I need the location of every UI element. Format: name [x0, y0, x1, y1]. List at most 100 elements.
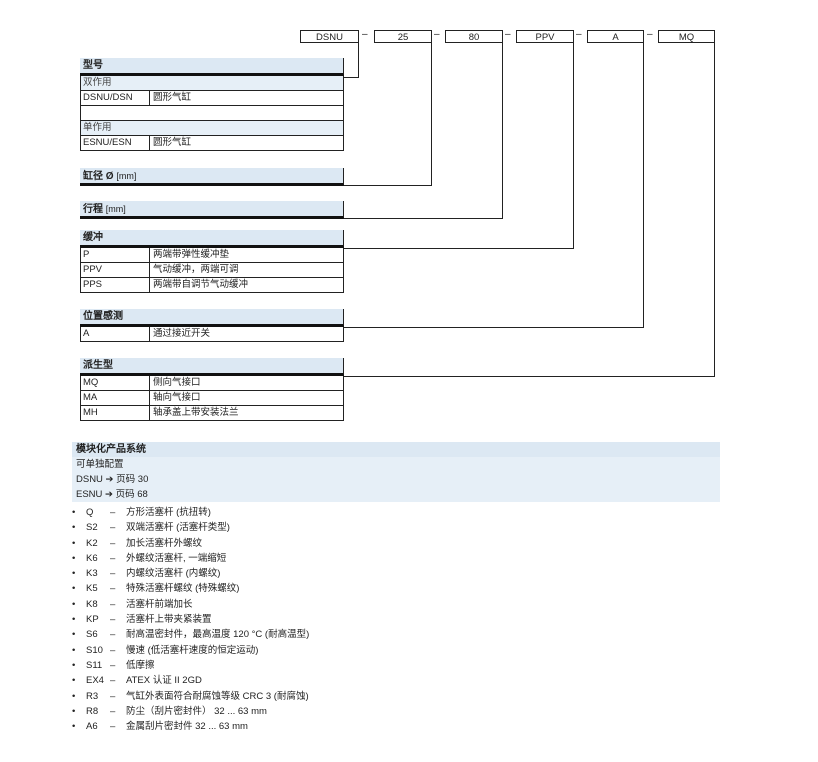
option-item: •R8–防尘（刮片密封件） 32 ... 63 mm: [72, 704, 309, 719]
desc-cell: 通过接近开关: [153, 328, 211, 339]
option-item: •R3–气缸外表面符合耐腐蚀等级 CRC 3 (耐腐蚀): [72, 689, 309, 704]
desc-cell: 轴承盖上带安装法兰: [153, 407, 239, 418]
connector-line: [343, 185, 432, 186]
connector-line: [343, 218, 503, 219]
bore-unit: [mm]: [116, 171, 137, 181]
stroke-table: 行程 [mm]: [80, 201, 344, 219]
option-code: KP: [86, 614, 99, 626]
code-cell: MH: [81, 406, 150, 420]
stroke-header: 行程 [mm]: [80, 201, 344, 219]
code-part-variant: MQ: [658, 30, 715, 43]
code-cell: DSNU/DSN: [81, 91, 150, 105]
modular-link-dsnu[interactable]: DSNU ➔ 页码 30: [76, 474, 149, 485]
modular-title: 模块化产品系统: [72, 442, 720, 457]
option-item: •EX4–ATEX 认证 II 2GD: [72, 673, 309, 688]
code-cell: P: [81, 248, 150, 262]
connector-line: [643, 42, 644, 328]
cushion-header: 缓冲: [80, 230, 344, 248]
option-dash: –: [110, 721, 116, 733]
options-list: •Q–方形活塞杆 (抗扭转)•S2–双端活塞杆 (活塞杆类型)•K2–加长活塞杆…: [72, 505, 309, 734]
group-label: 双作用: [80, 76, 344, 91]
bullet-icon: •: [72, 644, 76, 656]
option-code: K2: [86, 537, 98, 549]
desc-cell: 侧向气接口: [153, 377, 201, 388]
option-item: •S6–耐高温密封件，最高温度 120 °C (耐高温型): [72, 627, 309, 642]
desc-cell: 圆形气缸: [153, 137, 192, 148]
desc-cell: 气动缓冲，两端可调: [153, 264, 239, 275]
option-dash: –: [110, 568, 116, 580]
code-cell: ESNU/ESN: [81, 136, 150, 150]
modular-system-box: 模块化产品系统 可单独配置 DSNU ➔ 页码 30 ESNU ➔ 页码 68: [72, 442, 720, 502]
option-code: R3: [86, 690, 99, 702]
option-dash: –: [110, 659, 116, 671]
code-separator: –: [576, 29, 582, 40]
option-item: •K6–外螺纹活塞杆, 一端缩短: [72, 551, 309, 566]
code-cell: MQ: [81, 376, 150, 390]
modular-line: 可单独配置: [76, 459, 124, 470]
code-separator: –: [505, 29, 511, 40]
option-item: • S2–双端活塞杆 (活塞杆类型): [72, 520, 309, 535]
connector-line: [573, 42, 574, 249]
option-item: • K2–加长活塞杆外螺纹: [72, 536, 309, 551]
option-text: 慢速 (低活塞杆速度的恒定运动): [126, 644, 259, 656]
option-text: 活塞杆前端加长: [126, 598, 193, 610]
connector-line: [343, 376, 715, 377]
modular-link-esnu[interactable]: ESNU ➔ 页码 68: [76, 489, 148, 500]
option-code: K6: [86, 552, 98, 564]
bullet-icon: •: [72, 583, 76, 595]
connector-line: [431, 42, 432, 186]
group-label: 单作用: [80, 121, 344, 136]
bullet-icon: •: [72, 537, 76, 549]
type-header: 型号: [80, 58, 344, 76]
code-cell: A: [81, 327, 150, 341]
bullet-icon: •: [72, 675, 76, 687]
option-text: 特殊活塞杆螺纹 (特殊螺纹): [126, 583, 240, 595]
option-item: •K3–内螺纹活塞杆 (内螺纹): [72, 566, 309, 581]
option-code: K3: [86, 568, 98, 580]
option-text: 耐高温密封件，最高温度 120 °C (耐高温型): [126, 629, 310, 641]
option-dash: –: [110, 537, 116, 549]
option-text: 双端活塞杆 (活塞杆类型): [126, 522, 230, 534]
option-text: 活塞杆上带夹紧装置: [126, 614, 212, 626]
bullet-icon: •: [72, 522, 76, 534]
option-text: 低摩擦: [126, 659, 155, 671]
connector-line: [714, 42, 715, 377]
desc-cell: 两端带弹性缓冲垫: [153, 249, 230, 260]
desc-cell: 圆形气缸: [153, 92, 192, 103]
code-cell: PPV: [81, 263, 150, 277]
code-part-cushion: PPV: [516, 30, 574, 43]
option-item: •KP–活塞杆上带夹紧装置: [72, 612, 309, 627]
bore-table: 缸径 Ø [mm]: [80, 168, 344, 186]
code-cell: PPS: [81, 278, 150, 292]
option-text: 内螺纹活塞杆 (内螺纹): [126, 568, 221, 580]
code-part-sensing: A: [587, 30, 644, 43]
bullet-icon: •: [72, 690, 76, 702]
option-dash: –: [110, 598, 116, 610]
option-text: 加长活塞杆外螺纹: [126, 537, 203, 549]
option-code: S2: [86, 522, 98, 534]
option-code: K5: [86, 583, 98, 595]
option-item: •S11–低摩擦: [72, 658, 309, 673]
code-part-bore: 25: [374, 30, 432, 43]
bullet-icon: •: [72, 598, 76, 610]
connector-line: [343, 248, 574, 249]
code-part-stroke: 80: [445, 30, 503, 43]
code-separator: –: [647, 29, 653, 40]
option-dash: –: [110, 614, 116, 626]
desc-cell: 轴向气接口: [153, 392, 201, 403]
option-item: •A6–金属刮片密封件 32 ... 63 mm: [72, 719, 309, 734]
option-dash: –: [110, 690, 116, 702]
bullet-icon: •: [72, 629, 76, 641]
bullet-icon: •: [72, 552, 76, 564]
option-dash: –: [110, 522, 116, 534]
connector-line: [358, 42, 359, 78]
